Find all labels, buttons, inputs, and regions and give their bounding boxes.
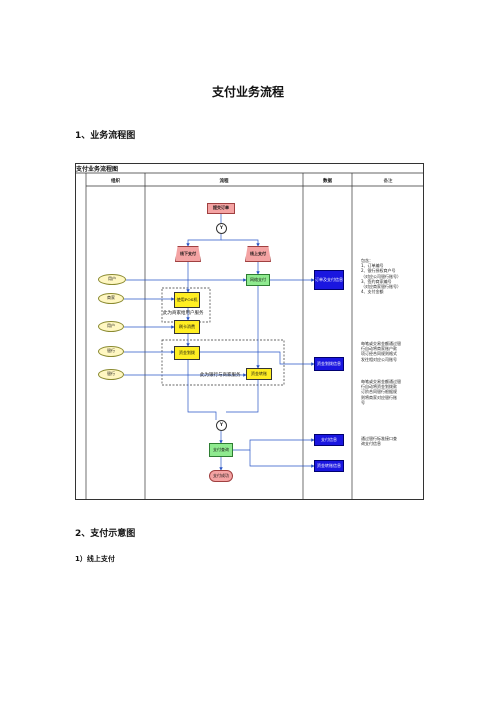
section-heading-flowchart: 1、业务流程图 xyxy=(75,131,136,141)
data-fund-transfer-info: 资金转账信息 xyxy=(314,460,344,472)
col-header-org: 组织 xyxy=(111,179,120,184)
org-user-2: 用户 xyxy=(98,321,124,332)
node-online-pay: 线上支付 xyxy=(245,246,271,262)
note-4: 通过银行标准接口查 询支付信息 xyxy=(361,436,397,447)
node-online-pay-action: 网络支付 xyxy=(246,274,270,286)
data-order-info: 订单及支付信息 xyxy=(314,270,344,290)
org-bank-2: 银行 xyxy=(98,369,124,380)
org-user-1: 用户 xyxy=(98,274,126,285)
subsection-heading-online: 1）线上支付 xyxy=(75,555,115,563)
data-pay-info: 支付信息 xyxy=(314,434,344,446)
node-submit-order: 提交订单 xyxy=(207,203,235,214)
org-merchant: 商家 xyxy=(98,293,124,304)
node-pay-end: 支付成功 xyxy=(209,470,233,482)
node-pos-machine: 使用POS机 xyxy=(174,292,200,308)
dashed-label-bank: 此为银行与商家服务 xyxy=(200,373,241,378)
node-decision-2: Y xyxy=(216,420,227,431)
node-offline-pay: 线下支付 xyxy=(175,246,201,262)
node-pay-query: 支付查询 xyxy=(209,443,233,457)
section-heading-diagram: 2、支付示意图 xyxy=(75,529,136,539)
flowchart-frame xyxy=(75,163,424,500)
page-title: 支付业务流程 xyxy=(211,85,284,99)
note-2: 每笔或交易金额通过银 行自动将商家账户款 项订经合同规则格式 发往相对应公司账号 xyxy=(361,341,401,362)
node-decision: Y xyxy=(216,223,227,234)
data-fund-info: 资金划拨信息 xyxy=(314,357,344,371)
col-header-notes: 备注 xyxy=(383,179,393,184)
col-header-flow: 流程 xyxy=(219,179,229,184)
note-1: 包含： 1、订单编号 2、银行授权商户号 （对应公司银行账号） 3、签约商家编号… xyxy=(361,258,401,295)
dashed-label-merchant: 此为商家给用户服务 xyxy=(163,311,204,316)
node-fund-transfer: 资金转账 xyxy=(246,368,272,380)
flowchart-title: 支付业务流程图 xyxy=(76,166,119,173)
note-3: 每笔或交易金额通过银 行自动将资金划拨款 订阶合同银行根据规 则将商家对应银行账… xyxy=(361,379,401,405)
node-fund-settle: 资金划拨 xyxy=(174,346,200,360)
node-swipe-card: 刷卡消费 xyxy=(174,320,200,334)
col-header-data: 数据 xyxy=(323,179,332,184)
org-bank-1: 银行 xyxy=(98,346,124,357)
